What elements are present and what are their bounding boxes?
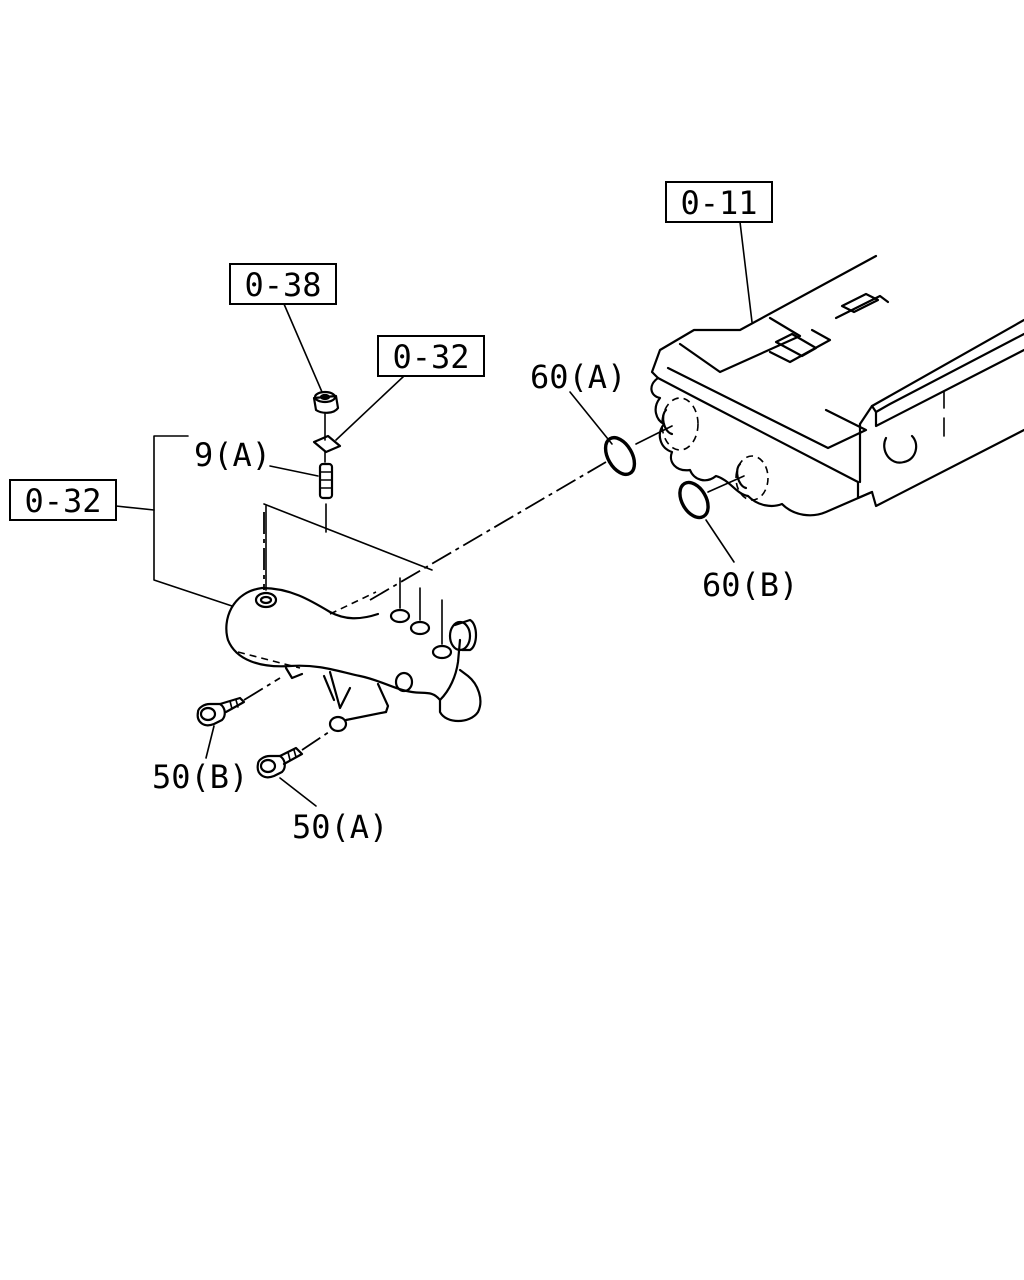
o-ring-b-part [678, 480, 710, 520]
ref-box-0-38[interactable]: 0-38 [229, 263, 337, 305]
ref-label-0-11: 0-11 [680, 184, 757, 222]
leader-0-38 [283, 303, 323, 393]
leader-0-32-washer [335, 375, 405, 441]
leader-0-11 [739, 221, 753, 323]
cylinder-head-part [650, 254, 1024, 517]
leader-60b [705, 519, 735, 563]
o-ring-a-centerline [369, 461, 607, 601]
ref-box-0-32-washer[interactable]: 0-32 [377, 335, 485, 377]
callout-50a: 50(A) [292, 808, 388, 846]
ref-label-0-32-housing: 0-32 [24, 482, 101, 520]
ref-label-0-38: 0-38 [244, 266, 321, 304]
leader-0-32-housing [115, 505, 155, 511]
bolt-a-centerline [301, 729, 333, 751]
ref-box-0-32-housing[interactable]: 0-32 [9, 479, 117, 521]
o-ring-a-part [603, 435, 637, 477]
bolt-b-part [196, 696, 246, 727]
water-outlet-housing-part [225, 505, 482, 733]
stud-part [318, 462, 334, 500]
bolt-a-part [256, 746, 304, 779]
callout-60b: 60(B) [702, 566, 798, 604]
callout-50b: 50(B) [152, 758, 248, 796]
leader-50b [205, 725, 215, 759]
nut-part [312, 390, 340, 414]
callout-60a: 60(A) [530, 358, 626, 396]
ref-box-0-11[interactable]: 0-11 [665, 181, 773, 223]
washer-part [312, 434, 342, 454]
o-ring-b-to-head-line [707, 475, 745, 493]
bracket-0-32-housing [153, 435, 233, 607]
ref-label-0-32-washer: 0-32 [392, 338, 469, 376]
leader-50a [279, 777, 317, 807]
leader-9a [269, 465, 319, 477]
callout-9a: 9(A) [194, 436, 271, 474]
leader-60a [569, 391, 613, 445]
o-ring-a-to-head-line [635, 425, 673, 445]
mounting-plane-outline [263, 503, 433, 571]
bolt-b-centerline [243, 677, 281, 701]
